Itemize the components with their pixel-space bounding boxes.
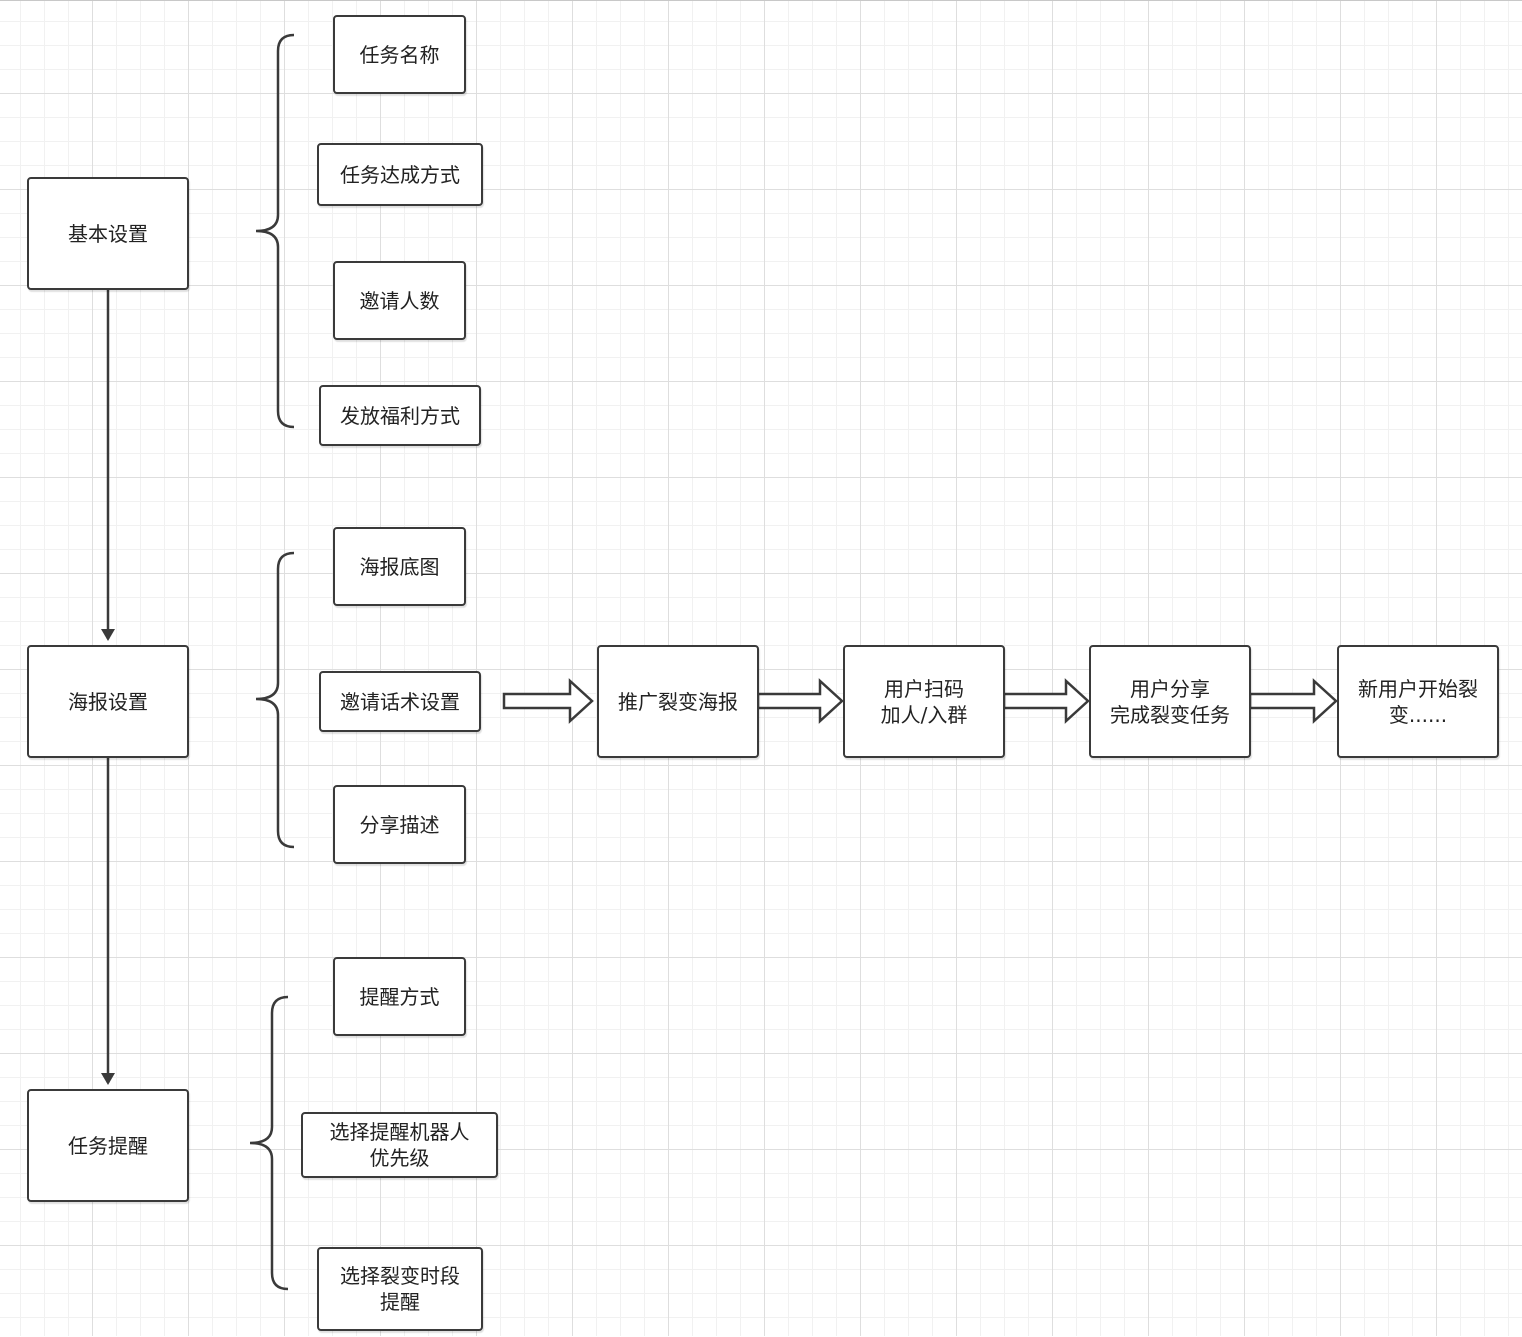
block-arrow-2 [756,678,844,724]
node-poster-settings[interactable]: 海报设置 [27,645,189,758]
node-reminder-method[interactable]: 提醒方式 [333,957,466,1036]
brace-basic-settings [255,33,295,429]
node-select-fission-period-reminder[interactable]: 选择裂变时段 提醒 [317,1247,483,1331]
block-arrow-3 [1002,678,1090,724]
node-new-user-start-fission[interactable]: 新用户开始裂 变...... [1337,645,1499,758]
node-reward-distribution-method[interactable]: 发放福利方式 [319,385,481,446]
brace-poster-settings [255,551,295,849]
block-arrow-1 [502,678,594,724]
node-invitation-script-settings[interactable]: 邀请话术设置 [319,671,481,732]
node-user-share-complete-task[interactable]: 用户分享 完成裂变任务 [1089,645,1251,758]
node-task-reminder[interactable]: 任务提醒 [27,1089,189,1202]
node-select-reminder-robot-priority[interactable]: 选择提醒机器人 优先级 [301,1112,498,1178]
brace-task-reminder [249,995,289,1291]
block-arrow-4 [1248,678,1338,724]
node-basic-settings[interactable]: 基本设置 [27,177,189,290]
node-task-name[interactable]: 任务名称 [333,15,466,94]
node-user-scan-join-group[interactable]: 用户扫码 加人/入群 [843,645,1005,758]
node-invite-count[interactable]: 邀请人数 [333,261,466,340]
node-task-completion-method[interactable]: 任务达成方式 [317,143,483,206]
node-poster-background[interactable]: 海报底图 [333,527,466,606]
node-promote-fission-poster[interactable]: 推广裂变海报 [597,645,759,758]
node-share-description[interactable]: 分享描述 [333,785,466,864]
